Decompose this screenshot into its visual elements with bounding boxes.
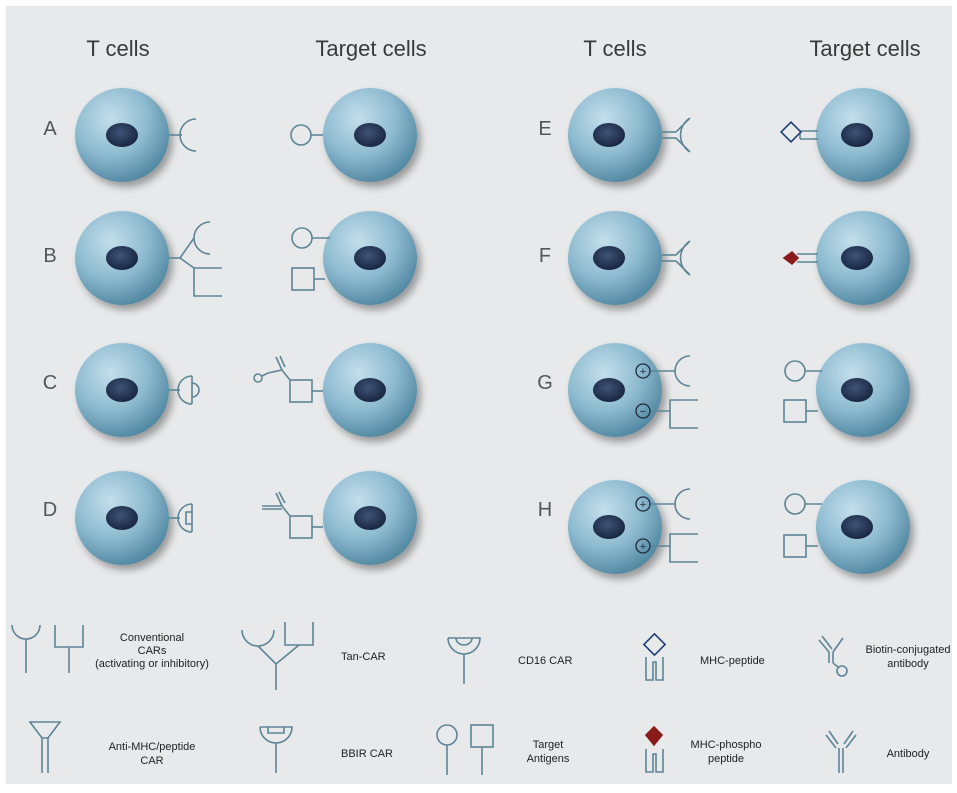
legend-mhc-phospho-line1: MHC-phospho (691, 739, 762, 751)
target-cell-c (323, 343, 417, 437)
nucleus-icon (841, 515, 873, 539)
legend-conventional-line3: (activating or inhibitory) (95, 658, 209, 670)
legend-conventional-line2: CARs (138, 645, 167, 657)
nucleus-icon (841, 246, 873, 270)
target-cell-g (816, 343, 910, 437)
row-label-c: C (43, 372, 57, 394)
t-cell-g (568, 343, 662, 437)
nucleus-icon (593, 378, 625, 402)
legend-antibody-label: Antibody (887, 748, 930, 760)
nucleus-icon (593, 515, 625, 539)
target-cell-e (816, 88, 910, 182)
t-cell-f (568, 211, 662, 305)
row-label-b: B (43, 245, 56, 267)
row-label-d: D (43, 499, 57, 521)
nucleus-icon (841, 123, 873, 147)
legend-mhc-peptide-label: MHC-peptide (700, 655, 765, 667)
legend-conventional-line1: Conventional (120, 632, 184, 644)
t-cell-b (75, 211, 169, 305)
target-cell-h (816, 480, 910, 574)
legend-biotin-antibody-line2: antibody (887, 658, 929, 670)
heading-left-target-cells: Target cells (315, 36, 426, 61)
legend-bbir-car-label: BBIR CAR (341, 748, 393, 760)
nucleus-icon (106, 506, 138, 530)
legend-mhc-phospho-line2: peptide (708, 753, 744, 765)
heading-right-t-cells: T cells (583, 36, 646, 61)
heading-left-t-cells: T cells (86, 36, 149, 61)
nucleus-icon (841, 378, 873, 402)
svg-text:+: + (640, 541, 646, 553)
nucleus-icon (106, 246, 138, 270)
t-cell-e (568, 88, 662, 182)
nucleus-icon (106, 123, 138, 147)
legend-target-antigens-line1: Target (533, 739, 564, 751)
t-cell-c (75, 343, 169, 437)
nucleus-icon (593, 123, 625, 147)
legend-target-antigens-line2: Antigens (527, 753, 570, 765)
target-cell-a (323, 88, 417, 182)
legend-anti-mhc-line2: CAR (140, 755, 163, 767)
nucleus-icon (354, 246, 386, 270)
t-cell-a (75, 88, 169, 182)
row-label-f: F (539, 245, 551, 267)
heading-right-target-cells: Target cells (809, 36, 920, 61)
row-label-a: A (43, 118, 57, 140)
nucleus-icon (354, 506, 386, 530)
target-cell-d (323, 471, 417, 565)
nucleus-icon (354, 123, 386, 147)
legend-biotin-antibody-line1: Biotin-conjugated (865, 644, 950, 656)
svg-text:−: − (640, 406, 646, 418)
svg-text:+: + (640, 366, 646, 378)
legend-cd16-car-label: CD16 CAR (518, 655, 572, 667)
target-cell-f (816, 211, 910, 305)
svg-text:+: + (640, 499, 646, 511)
row-label-g: G (537, 372, 553, 394)
legend-tan-car-label: Tan-CAR (341, 651, 386, 663)
legend-anti-mhc-line1: Anti-MHC/peptide (109, 741, 196, 753)
t-cell-d (75, 471, 169, 565)
nucleus-icon (354, 378, 386, 402)
t-cell-h (568, 480, 662, 574)
row-label-e: E (538, 118, 551, 140)
row-label-h: H (538, 499, 552, 521)
nucleus-icon (593, 246, 625, 270)
target-cell-b (323, 211, 417, 305)
nucleus-icon (106, 378, 138, 402)
